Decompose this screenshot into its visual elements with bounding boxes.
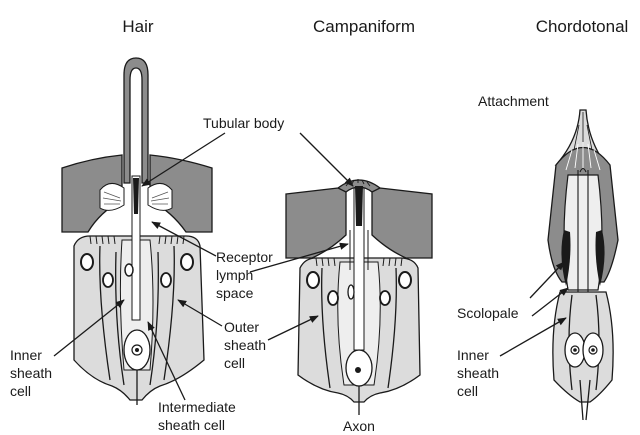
hair-sensillum [62, 58, 212, 405]
hair-nucleus-4 [161, 273, 171, 287]
hair-shaft [124, 58, 148, 183]
label-outer-sheath-1: Outer [224, 319, 259, 335]
chordotonal-sensillum [548, 110, 618, 420]
label-receptor-lymph-1: Receptor [216, 249, 273, 265]
campaniform-sensillum [286, 179, 432, 415]
campaniform-nucleus-4 [380, 291, 390, 305]
leader-scolopale [530, 262, 564, 298]
title-chordotonal: Chordotonal [536, 17, 629, 36]
label-scolopale: Scolopale [457, 305, 519, 321]
hair-nucleus-1 [81, 254, 93, 270]
title-campaniform: Campaniform [313, 17, 415, 36]
hair-tubular-body [133, 178, 139, 214]
title-hair: Hair [122, 17, 154, 36]
label-intermediate-1: Intermediate [158, 399, 236, 415]
label-receptor-lymph-2: lymph [216, 267, 253, 283]
campaniform-nucleus-5 [348, 285, 354, 299]
campaniform-cuticle-right [372, 188, 432, 259]
label-inner-sheath-2: sheath [10, 365, 52, 381]
label-receptor-lymph-3: space [216, 285, 254, 301]
campaniform-nucleus-3 [328, 291, 338, 305]
hair-nucleus-5 [125, 264, 133, 276]
label-attachment: Attachment [478, 93, 549, 109]
campaniform-tubular-body [355, 186, 363, 226]
label-tubular-body: Tubular body [203, 115, 284, 131]
leader-tubular-body-campaniform [300, 133, 353, 186]
label-axon: Axon [343, 418, 375, 434]
label-inner-sheath-b-3: cell [457, 383, 478, 399]
hair-socket-membrane-right [148, 183, 172, 210]
label-outer-sheath-3: cell [224, 355, 245, 371]
label-inner-sheath-b-2: sheath [457, 365, 499, 381]
label-inner-sheath-1: Inner [10, 347, 42, 363]
label-inner-sheath-b-1: Inner [457, 347, 489, 363]
label-outer-sheath-2: sheath [224, 337, 266, 353]
label-inner-sheath-3: cell [10, 383, 31, 399]
hair-nucleus-3 [103, 273, 113, 287]
hair-nucleus-2 [181, 254, 193, 270]
campaniform-nucleus-2 [399, 272, 411, 288]
label-intermediate-2: sheath cell [158, 417, 225, 433]
campaniform-nucleus-1 [307, 272, 319, 288]
hair-socket-membrane-left [100, 183, 124, 210]
